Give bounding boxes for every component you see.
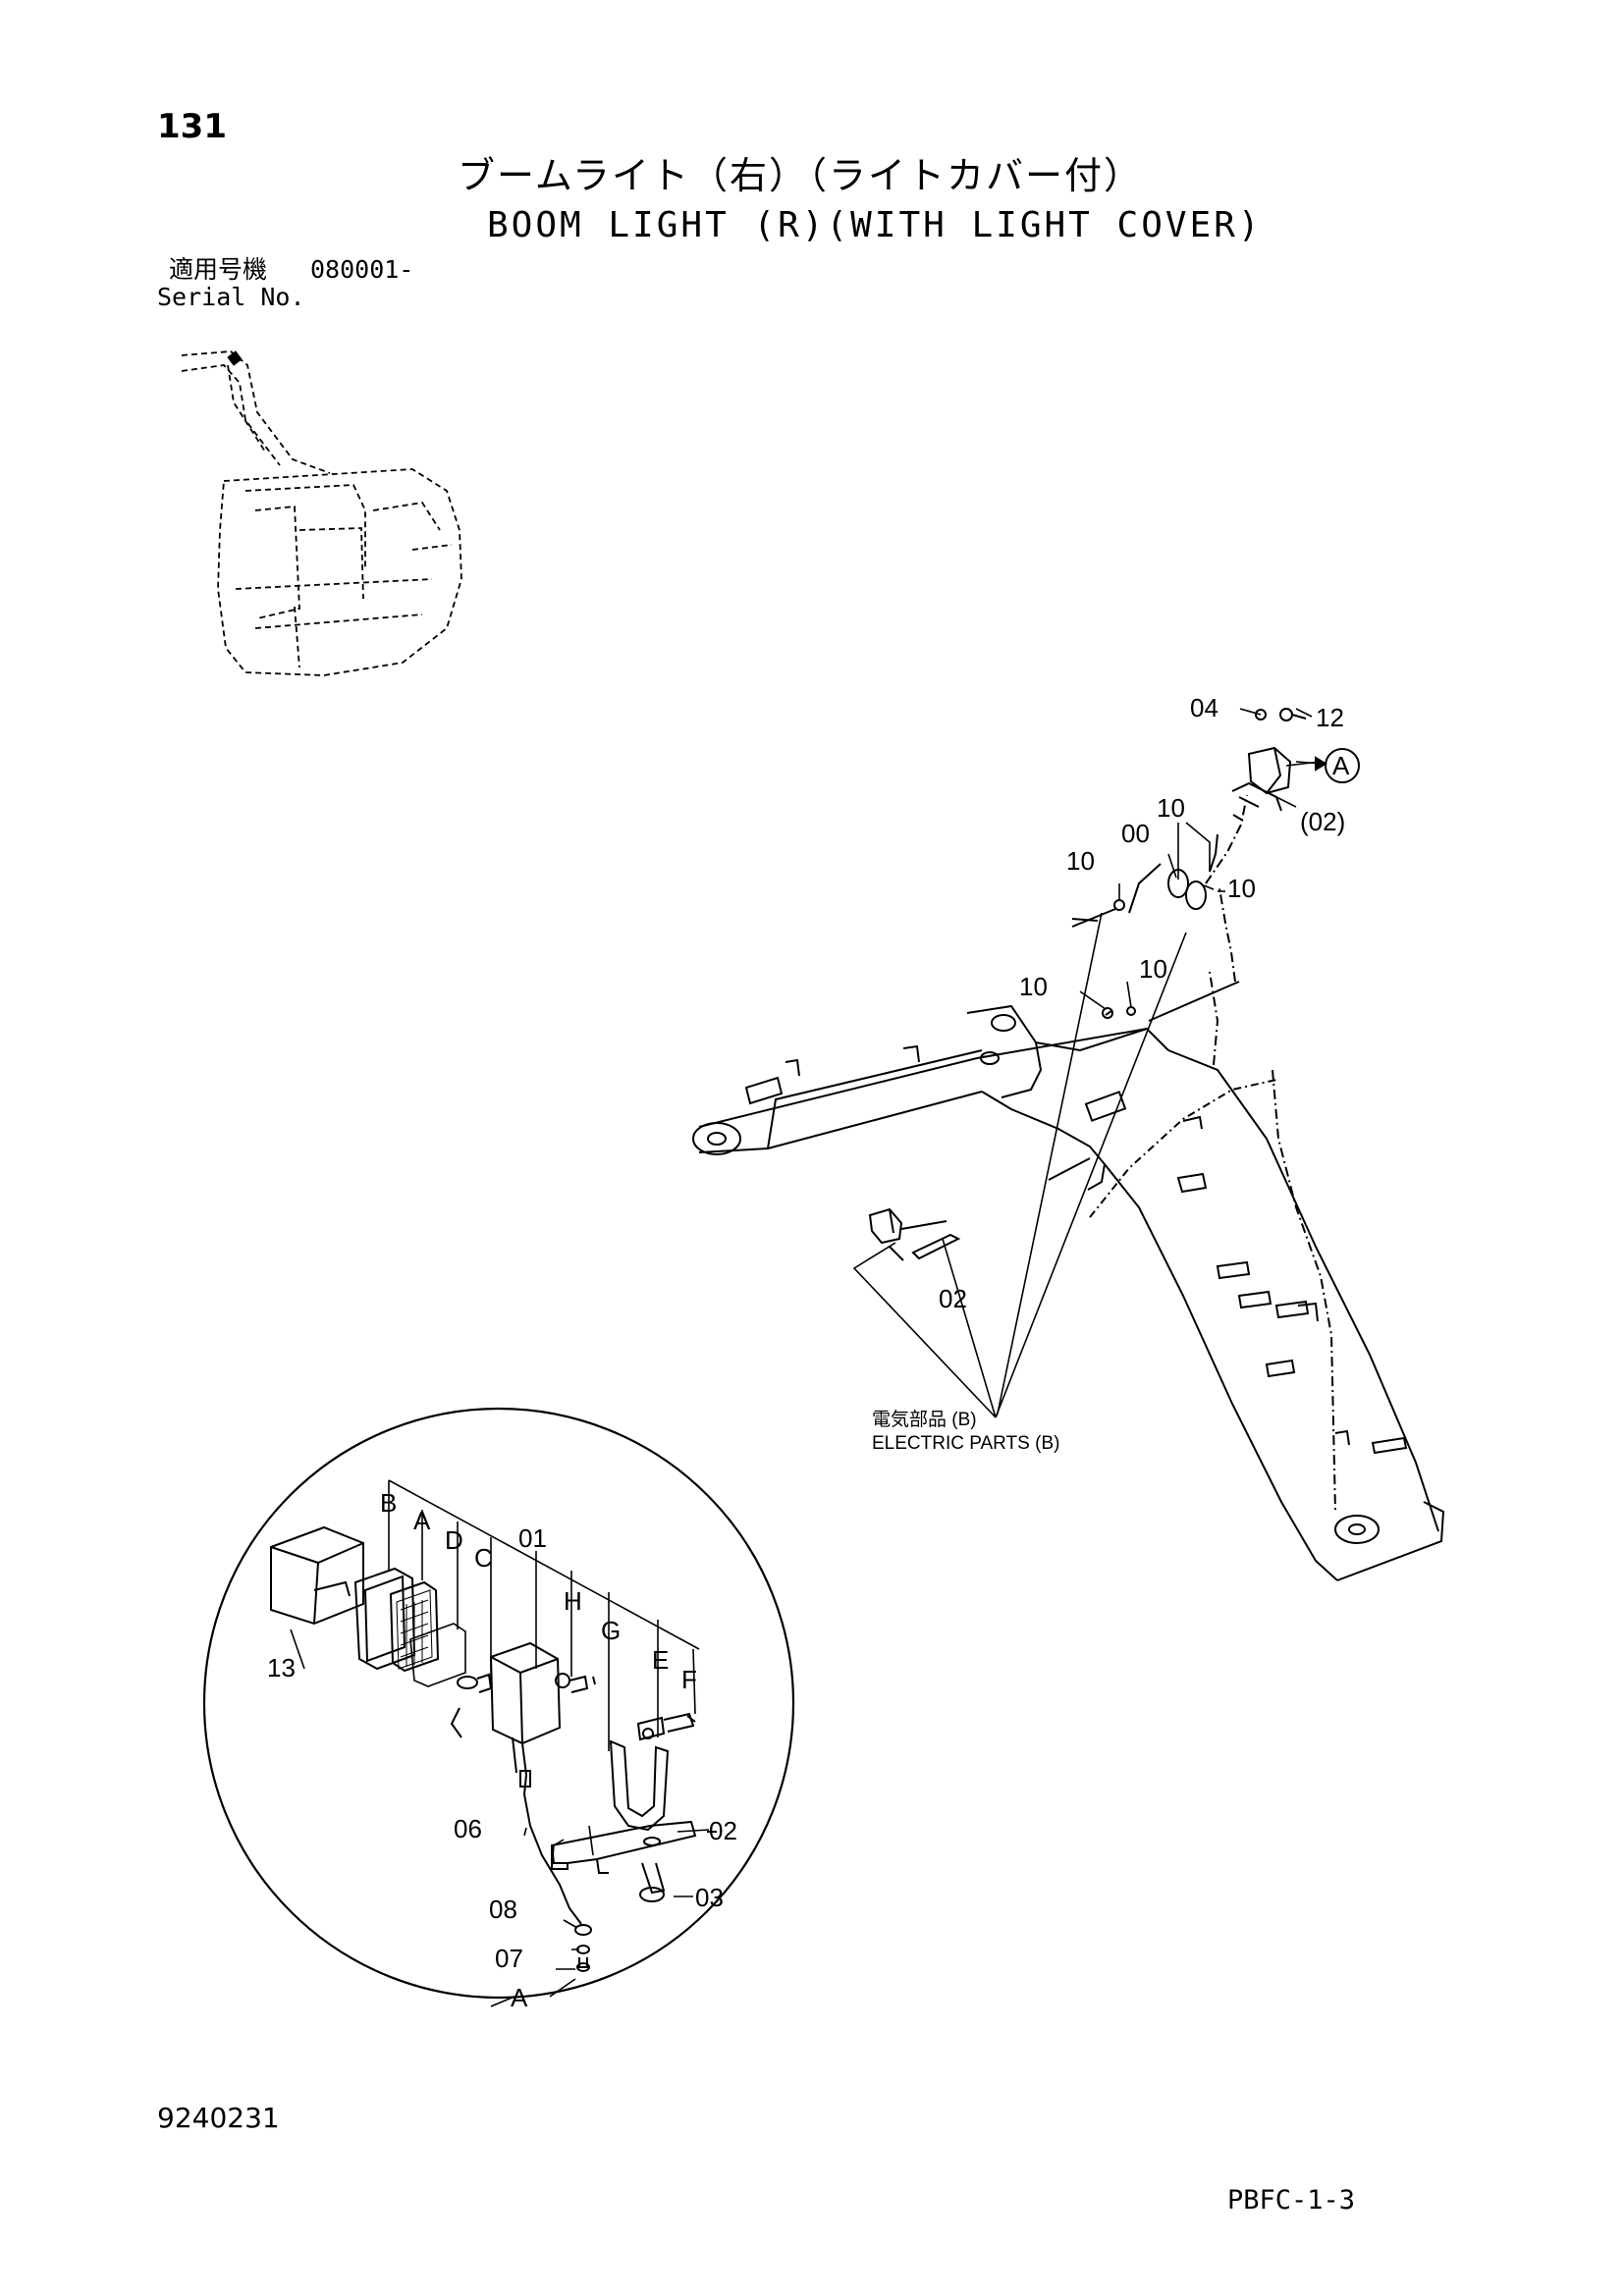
detail-label-02: 02: [709, 1816, 737, 1845]
callout-02-mid: 02: [939, 1284, 967, 1313]
mid-bracket: [868, 1207, 961, 1261]
detail-label-c: C: [474, 1543, 493, 1573]
page-title-japanese: ブームライト（右）（ライトカバー付）: [458, 154, 1143, 197]
callout-00: 00: [1121, 819, 1150, 848]
detail-label-f: F: [681, 1665, 697, 1694]
leader-lines: [852, 708, 1321, 1418]
detail-label-b: B: [380, 1488, 397, 1518]
electric-parts-label-en: ELECTRIC PARTS (B): [872, 1433, 1059, 1454]
boom-lamp-assembly: [1071, 708, 1307, 1019]
detail-label-e: E: [652, 1645, 669, 1675]
serial-label-english: Serial No.: [157, 283, 305, 311]
detail-label-d: D: [445, 1525, 463, 1555]
detail-view-parts: [270, 1525, 717, 1972]
detail-label-08: 08: [489, 1895, 517, 1924]
callout-10-b: 10: [1066, 846, 1095, 876]
sheet-code: PBFC-1-3: [1227, 2185, 1356, 2216]
electric-parts-label-ja: 電気部品 (B): [872, 1409, 977, 1430]
boom-assembly: [692, 794, 1445, 1581]
machine-location-thumbnail: [181, 350, 462, 676]
callout-10-a: 10: [1157, 793, 1185, 823]
detail-label-03: 03: [695, 1883, 724, 1912]
detail-view-circle: [202, 1407, 795, 2000]
detail-label-h: H: [564, 1586, 582, 1616]
detail-leader-lines: [290, 1479, 710, 2007]
callout-detail-a: A: [1332, 751, 1350, 780]
callout-10-d: 10: [1019, 972, 1048, 1001]
serial-label-japanese: 適用号機: [169, 255, 268, 284]
document-code: 9240231: [157, 2102, 280, 2134]
page-title-english: BOOM LIGHT (R)(WITH LIGHT COVER): [487, 205, 1263, 245]
detail-label-01: 01: [518, 1523, 547, 1553]
detail-label-07: 07: [495, 1944, 523, 1973]
callout-10-c: 10: [1227, 874, 1256, 903]
serial-number: 080001-: [310, 255, 414, 284]
detail-a-callout-circle: [1325, 748, 1360, 783]
callout-12: 12: [1316, 703, 1344, 732]
detail-label-06: 06: [454, 1814, 482, 1843]
callout-02-paren: (02): [1300, 807, 1345, 836]
callout-10-e: 10: [1139, 954, 1167, 984]
detail-view-label-a: A: [511, 1983, 528, 2012]
page-number: 131: [157, 107, 227, 146]
detail-label-13: 13: [267, 1653, 296, 1682]
detail-label-a: A: [413, 1506, 431, 1535]
detail-label-g: G: [601, 1616, 621, 1645]
callout-04: 04: [1190, 693, 1218, 722]
